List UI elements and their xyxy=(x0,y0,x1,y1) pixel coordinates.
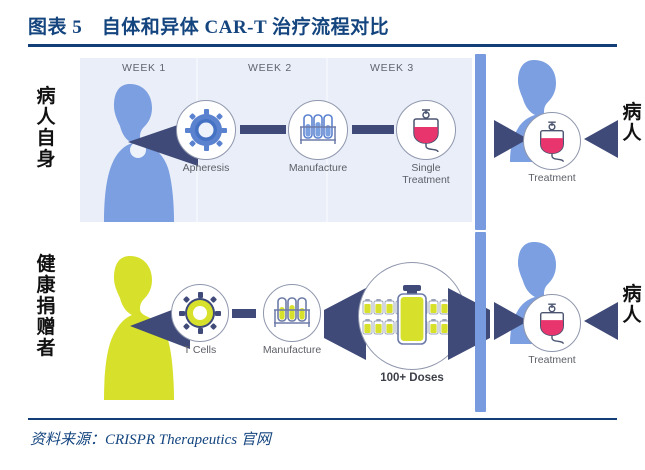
side-label-char: 健 xyxy=(36,254,56,275)
footer-divider-rule xyxy=(28,418,617,420)
dose-vials-icon xyxy=(362,285,461,345)
node-manufacture-bottom: Manufacture xyxy=(252,284,332,357)
iv-bag-icon xyxy=(540,121,564,162)
manufacture-circle-top xyxy=(288,100,348,160)
cell-gear-icon xyxy=(185,109,227,151)
side-label-char: 捐 xyxy=(36,296,56,317)
apheresis-circle xyxy=(176,100,236,160)
side-label-char: 康 xyxy=(36,275,56,296)
treatment-label-bottom: Treatment xyxy=(528,354,576,366)
workflow-divider-bottom xyxy=(475,232,486,412)
diagram-canvas: WEEK 1 WEEK 2 WEEK 3 病 人 自 身 xyxy=(28,50,642,415)
manufacture-label-top: Manufacture xyxy=(288,162,348,174)
autologous-side-label: 病 人 自 身 xyxy=(34,86,58,170)
single-treatment-label-1: Single xyxy=(411,162,441,174)
node-treatment-top: Treatment xyxy=(516,112,588,185)
side-label-char: 者 xyxy=(36,338,56,359)
page-title: 图表 5 自体和异体 CAR-T 治疗流程对比 xyxy=(28,16,390,38)
recipient-label-bottom: 病 人 xyxy=(620,284,644,326)
manufacture-circle-bottom xyxy=(263,284,321,342)
recipient-label-top: 病 人 xyxy=(620,102,644,144)
infusion-arrow-right-top xyxy=(584,116,620,162)
autologous-workflow-row: WEEK 1 WEEK 2 WEEK 3 病 人 自 身 xyxy=(28,54,642,230)
treatment-label-top: Treatment xyxy=(528,172,576,184)
node-manufacture-top: Manufacture xyxy=(280,100,356,175)
node-treatment-bottom: Treatment xyxy=(516,294,588,367)
apheresis-label: Apheresis xyxy=(182,162,230,174)
link-apheresis-manufacture xyxy=(240,125,286,134)
single-treatment-label-2: Treatment xyxy=(402,173,450,186)
allogeneic-workflow-row: 健 康 捐 赠 者 xyxy=(28,232,642,412)
treatment-circle-top xyxy=(523,112,581,170)
scale-up-funnel xyxy=(324,288,368,360)
side-label-char: 病 xyxy=(622,284,642,305)
side-label-char: 人 xyxy=(622,305,642,326)
infusion-arrow-left-bottom xyxy=(494,298,530,344)
side-label-char: 病 xyxy=(622,102,642,123)
iv-bag-icon xyxy=(540,303,564,344)
week-label-3: WEEK 3 xyxy=(370,62,414,74)
week-label-1: WEEK 1 xyxy=(122,62,166,74)
node-t-cells: T Cells xyxy=(162,284,238,357)
link-manufacture-treatment xyxy=(352,125,394,134)
infusion-arrow-right-bottom xyxy=(584,298,620,344)
side-label-char: 自 xyxy=(36,128,56,149)
t-cells-circle xyxy=(171,284,229,342)
single-treatment-circle xyxy=(396,100,456,160)
week-label-2: WEEK 2 xyxy=(248,62,292,74)
test-tube-rack-icon xyxy=(274,297,310,327)
side-label-char: 人 xyxy=(622,123,642,144)
manufacture-label-bottom: Manufacture xyxy=(262,344,322,356)
treatment-circle-bottom xyxy=(523,294,581,352)
workflow-divider-top xyxy=(475,54,486,230)
t-cells-label: T Cells xyxy=(183,344,217,356)
node-apheresis: Apheresis xyxy=(168,100,244,175)
iv-bag-icon xyxy=(413,109,439,153)
side-label-char: 身 xyxy=(36,149,56,170)
source-note: 资料来源：CRISPR Therapeutics 官网 xyxy=(30,432,271,448)
side-label-char: 病 xyxy=(36,86,56,107)
node-single-treatment: Single Treatment xyxy=(388,100,464,186)
cell-gear-icon xyxy=(179,292,221,334)
week-label-row: WEEK 1 WEEK 2 WEEK 3 xyxy=(80,62,472,78)
title-divider-rule xyxy=(28,44,617,47)
figure-title-row: 图表 5 自体和异体 CAR-T 治疗流程对比 xyxy=(28,10,625,40)
side-label-char: 人 xyxy=(36,107,56,128)
link-tcells-manufacture xyxy=(232,309,256,318)
doses-label: 100+ Doses xyxy=(380,372,444,384)
allogeneic-side-label: 健 康 捐 赠 者 xyxy=(34,254,58,359)
test-tube-rack-icon xyxy=(300,114,336,144)
side-label-char: 赠 xyxy=(36,317,56,338)
infusion-arrow-left-top xyxy=(494,116,530,162)
